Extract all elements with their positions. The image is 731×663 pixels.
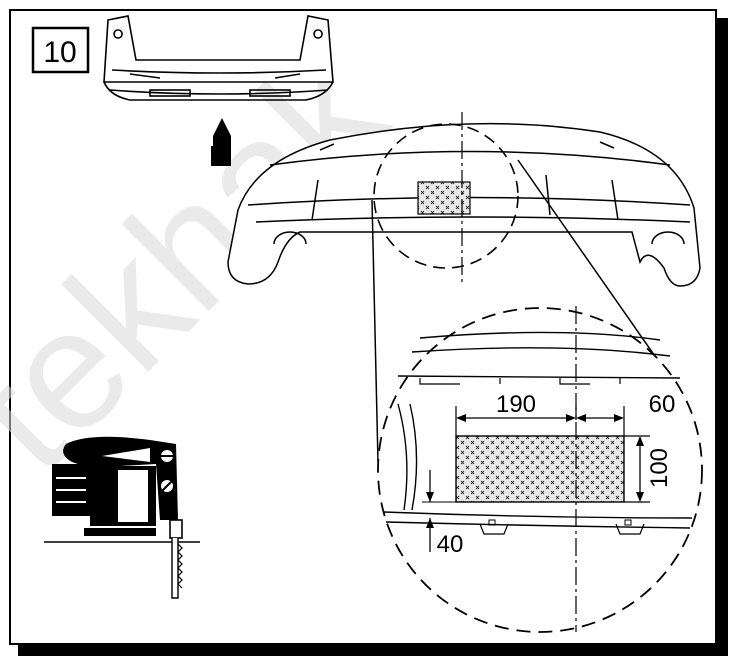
dimension-bottom-offset: 40: [422, 470, 463, 558]
dimension-60: 60: [649, 391, 676, 418]
cutout-pattern-small: [417, 181, 471, 215]
zoom-connector-left: [371, 199, 379, 463]
dimension-width-offset: 60: [576, 391, 675, 436]
zoom-circle-small: [373, 123, 519, 269]
jigsaw-icon: [44, 436, 200, 599]
dimension-40: 40: [437, 531, 464, 558]
step-number: 10: [43, 36, 76, 69]
dimension-height: 100: [624, 435, 673, 503]
dimension-width-main: 190: [455, 391, 577, 436]
dimension-190: 190: [496, 391, 536, 418]
cutout-pattern-icon: [455, 435, 625, 503]
up-arrow-icon: [211, 118, 231, 166]
dimension-100: 100: [646, 448, 673, 488]
step-number-box: 10: [31, 26, 90, 74]
car-rear-view-icon: [103, 15, 334, 101]
